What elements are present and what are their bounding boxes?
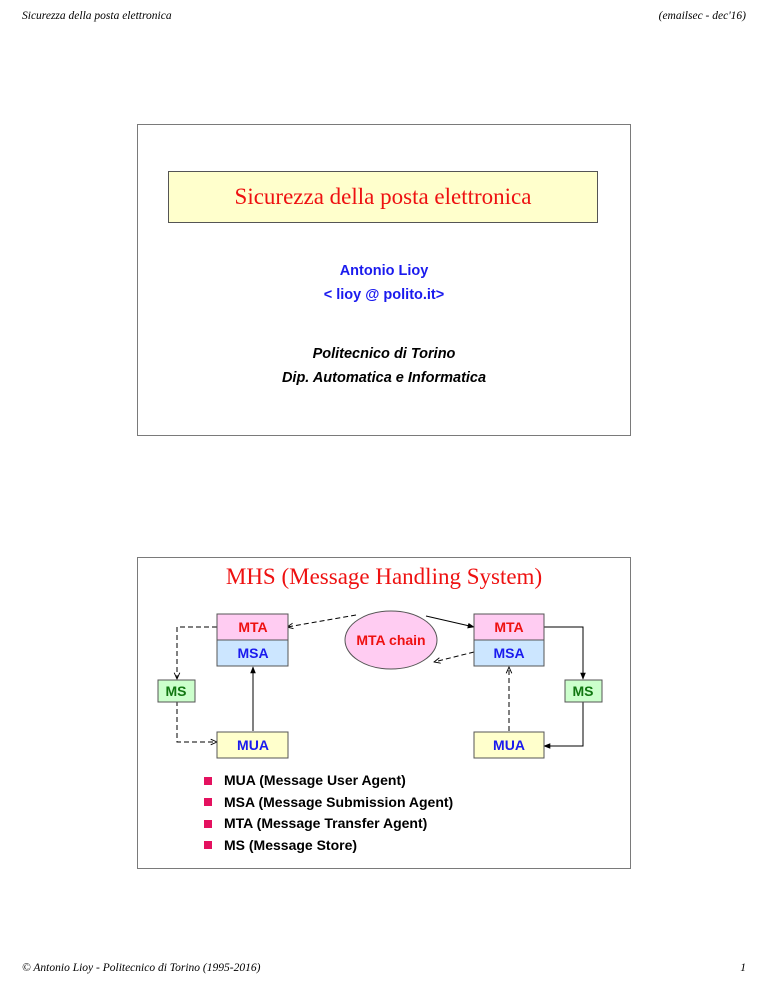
list-item-text: MS (Message Store) <box>224 836 358 853</box>
edge-mta-left-to-ms-left <box>177 626 217 679</box>
page-number: 1 <box>740 962 746 974</box>
definitions-list: MUA (Message User Agent) MSA (Message Su… <box>204 770 453 856</box>
node-mta-chain-label: MTA chain <box>356 632 425 648</box>
edge-ms-left-to-mua-left <box>176 701 217 742</box>
slide-title: Sicurezza della posta elettronica Antoni… <box>137 124 631 436</box>
author-email: < lioy @ polito.it> <box>323 287 445 303</box>
node-mua-left-label: MUA <box>237 737 269 753</box>
edge-mta-right-to-ms-right <box>544 626 586 680</box>
node-msa-left: MSA <box>216 639 289 667</box>
node-mua-right-label: MUA <box>493 737 525 753</box>
node-mta-left: MTA <box>216 613 289 641</box>
author-name: Antonio Lioy <box>339 263 429 279</box>
list-item: MS (Message Store) <box>204 835 453 857</box>
department: Dip. Automatica e Informatica <box>281 370 487 386</box>
list-item: MTA (Message Transfer Agent) <box>204 813 453 835</box>
node-msa-left-label: MSA <box>237 645 268 661</box>
node-msa-right-label: MSA <box>493 645 524 661</box>
edge-msa-right-to-chain <box>434 651 475 662</box>
institution: Politecnico di Torino <box>312 346 456 362</box>
mhs-diagram: MTA MSA MTA chain MTA MSA MS MS <box>157 610 603 759</box>
node-ms-right: MS <box>564 679 603 703</box>
slide-mhs-title: MHS (Message Handling System) <box>225 564 543 589</box>
node-ms-left-label: MS <box>166 683 187 699</box>
list-item: MSA (Message Submission Agent) <box>204 792 453 814</box>
list-item-text: MTA (Message Transfer Agent) <box>224 815 428 831</box>
slide-title-box: Sicurezza della posta elettronica <box>168 171 598 223</box>
edge-chain-to-mta-left <box>287 614 357 627</box>
node-ms-right-label: MS <box>573 683 594 699</box>
node-mua-left: MUA <box>216 731 289 759</box>
bullet-square-icon <box>204 776 212 785</box>
node-mua-right: MUA <box>473 731 545 759</box>
page-footer-copyright: © Antonio Lioy - Politecnico di Torino (… <box>22 962 261 974</box>
page-header-left: Sicurezza della posta elettronica <box>22 10 172 22</box>
edge-ms-right-to-mua-right <box>543 701 584 749</box>
bullet-square-icon <box>204 798 212 807</box>
node-msa-right: MSA <box>473 639 545 667</box>
edge-chain-to-mta-right <box>425 615 475 629</box>
bullet-square-icon <box>204 819 212 828</box>
bullet-square-icon <box>204 841 212 850</box>
list-item-text: MSA (Message Submission Agent) <box>224 793 454 810</box>
page-header-right: (emailsec - dec'16) <box>658 10 746 22</box>
slide-title-text: Sicurezza della posta elettronica <box>234 184 532 209</box>
node-mta-right-label: MTA <box>494 619 523 635</box>
node-mta-right: MTA <box>473 613 545 641</box>
node-mta-left-label: MTA <box>238 619 267 635</box>
slide-mhs: MHS (Message Handling System) <box>137 557 631 869</box>
list-item: MUA (Message User Agent) <box>204 770 453 792</box>
node-mta-chain: MTA chain <box>344 610 438 670</box>
node-ms-left: MS <box>157 679 196 703</box>
list-item-text: MUA (Message User Agent) <box>224 772 406 788</box>
